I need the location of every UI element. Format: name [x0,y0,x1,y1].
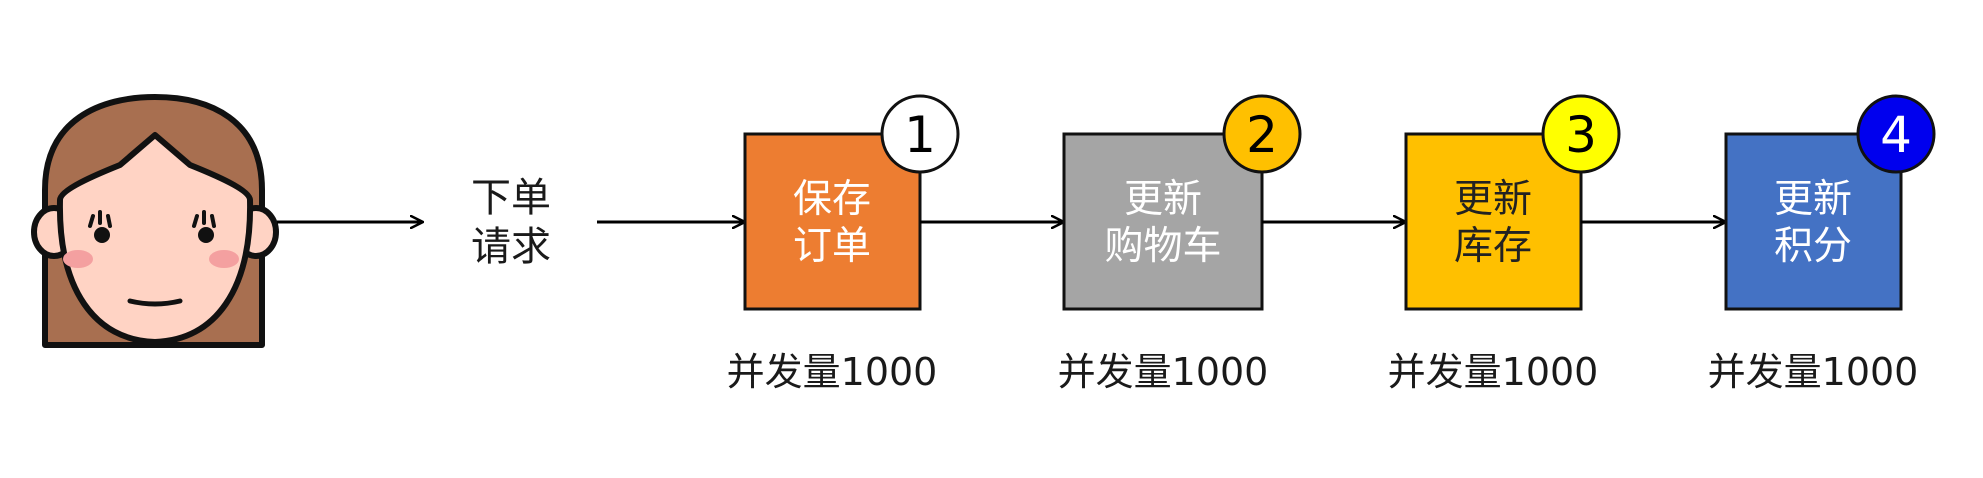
step-update-points: 更新 积分 4 并发量1000 [1708,94,1936,394]
step-1-label-line-2: 订单 [793,224,871,269]
step-4-label-line-1: 更新 [1774,177,1852,222]
step-3-badge-number: 3 [1565,106,1597,164]
step-4-badge [1856,94,1936,174]
step-3-label-line-1: 更新 [1454,177,1532,222]
step-4-caption: 并发量1000 [1708,350,1919,394]
step-1-caption: 并发量1000 [727,350,938,394]
request-label-line-1: 下单 [471,175,551,221]
step-update-inventory: 更新 库存 3 并发量1000 [1388,94,1621,394]
step-3-label-line-2: 库存 [1454,224,1532,269]
step-2-box [1062,132,1264,311]
step-2-badge-number: 2 [1246,106,1278,164]
step-3-box [1404,132,1583,311]
step-2-badge [1222,94,1302,174]
step-1-badge-number: 1 [904,106,936,164]
step-update-cart: 更新 购物车 2 并发量1000 [1058,94,1302,394]
step-2-caption: 并发量1000 [1058,350,1269,394]
step-1-label-line-1: 保存 [793,177,871,222]
step-3-badge [1541,94,1621,174]
request-label-line-2: 请求 [471,224,551,270]
step-4-badge-number: 4 [1880,106,1912,164]
step-2-label-line-1: 更新 [1124,177,1202,222]
step-2-label-line-2: 购物车 [1104,224,1221,269]
step-save-order: 保存 订单 1 并发量1000 [727,94,960,394]
step-1-box [743,132,922,311]
request-label: 下单 请求 [471,175,551,270]
step-4-label-line-2: 积分 [1774,224,1852,269]
step-1-badge [880,94,960,174]
user-avatar-icon [31,94,279,348]
step-3-caption: 并发量1000 [1388,350,1599,394]
